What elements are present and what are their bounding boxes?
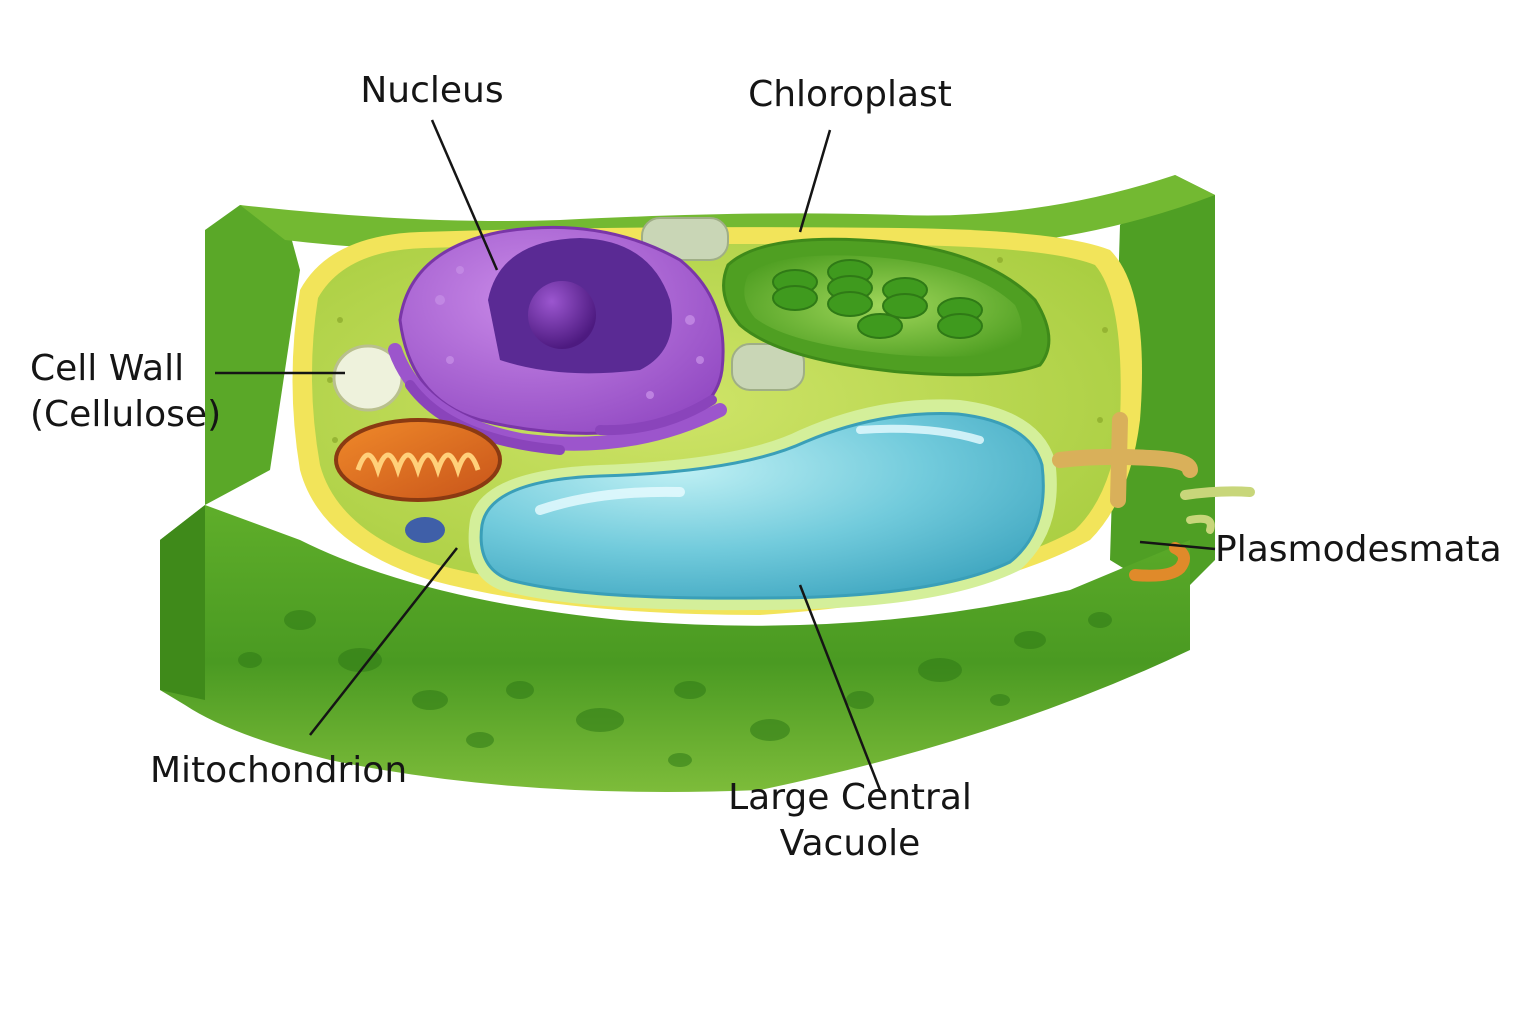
mitochondrion: [334, 418, 502, 502]
label-large-central-vacuole: Large Central Vacuole: [728, 777, 972, 864]
label-chloroplast: Chloroplast: [748, 74, 952, 115]
mitochondrion-leader: [309, 547, 458, 736]
nucleus: [388, 225, 727, 455]
vacuole-leader: [798, 584, 882, 791]
label-mitochondrion: Mitochondrion: [150, 750, 408, 791]
nucleus-leader: [430, 119, 499, 271]
label-cell-wall: Cell Wall (Cellulose): [30, 348, 222, 435]
label-plasmodesmata: Plasmodesmata: [1215, 529, 1502, 570]
plasmodesmata: [1052, 412, 1255, 582]
nucleolus: [528, 281, 596, 349]
label-nucleus: Nucleus: [360, 70, 504, 111]
chloroplast: [722, 237, 1051, 377]
chloroplast-leader: [798, 129, 832, 233]
plasmodesmata-leader: [1139, 540, 1216, 551]
large-central-vacuole: [468, 399, 1057, 611]
leader-lines: [215, 119, 1216, 791]
